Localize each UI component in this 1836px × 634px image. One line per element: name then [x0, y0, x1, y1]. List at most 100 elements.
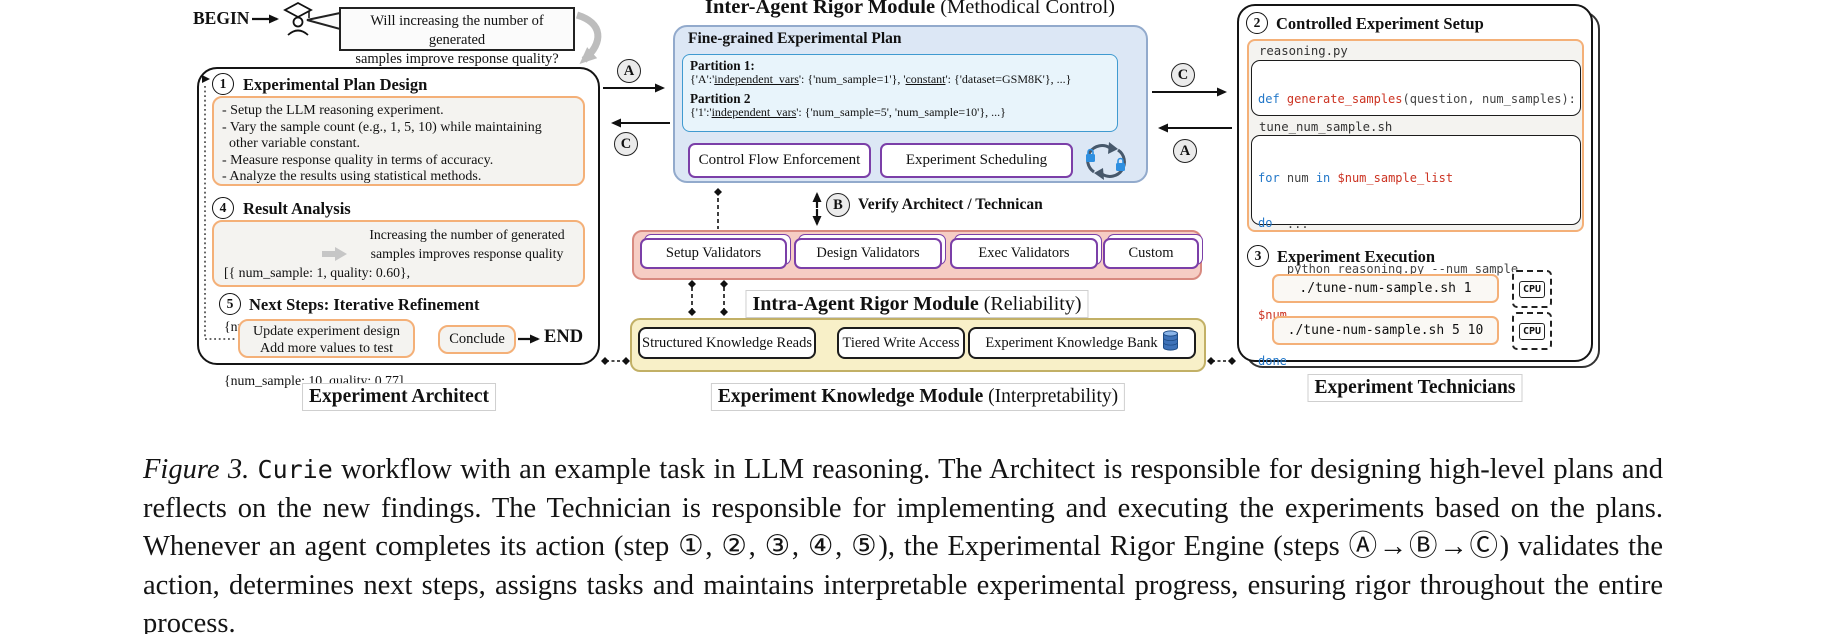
step-2-badge: 2: [1246, 12, 1268, 34]
step-5-title: Next Steps: Iterative Refinement: [249, 295, 480, 314]
run-command-2: ./tune-num-sample.sh 5 10: [1272, 316, 1499, 345]
implies-arrow-icon: [322, 245, 348, 268]
step-4-badge: 4: [212, 197, 234, 219]
conclude-box: Conclude: [438, 325, 516, 354]
step-4-number: 4: [219, 200, 227, 215]
tiered-write-access-box: Tiered Write Access: [837, 327, 965, 359]
plan-items-box: - Setup the LLM reasoning experiment. - …: [212, 96, 585, 186]
intra-agent-title-paren: (Reliability): [978, 293, 1082, 315]
sh-keyword: in: [1315, 170, 1338, 185]
question-line2: samples improve response quality?: [355, 51, 559, 67]
caption-text: workflow with an example task in LLM rea…: [143, 454, 1664, 634]
cpu-icon-label: CPU: [1518, 322, 1546, 340]
result-analysis-box: [{ num_sample: 1, quality: 0.60}, {num_s…: [212, 220, 585, 388]
sh-code: num: [1286, 170, 1316, 185]
result-conclusion: Increasing the number of generated sampl…: [369, 227, 565, 261]
experiment-scheduling-box: Experiment Scheduling: [880, 143, 1073, 178]
partition1-label: Partition 1:: [690, 58, 755, 73]
code-line: def generate_samples(question, num_sampl…: [1258, 91, 1576, 107]
update-line2: Add more values to test: [260, 341, 393, 356]
p2-seg: {'1':': [690, 105, 712, 119]
partition2-label: Partition 2: [690, 91, 751, 106]
p2-seg: ': {'num_sample=5', 'num_sample=10'}, ..…: [796, 105, 1006, 119]
begin-label: BEGIN: [193, 8, 250, 28]
p1-underlined: constant: [905, 72, 946, 86]
inter-agent-module-title: Inter-Agent Rigor Module (Methodical Con…: [705, 0, 1115, 19]
step-5-badge: 5: [219, 293, 241, 315]
technicians-panel-label-text: Experiment Technicians: [1314, 377, 1516, 398]
step-c-letter: C: [620, 135, 632, 152]
cpu-icon-label: CPU: [1518, 280, 1546, 298]
custom-validators-box: Custom: [1103, 238, 1199, 269]
partition1-code: {'A':'independent_vars': {'num_sample=1'…: [690, 72, 1071, 87]
p1-seg: ': {'num_sample=1'}, ': [798, 72, 906, 86]
system-name: Curie: [257, 455, 333, 484]
update-design-box: Update experiment design Add more values…: [238, 319, 415, 358]
python-code-box: def generate_samples(question, num_sampl…: [1251, 60, 1581, 231]
inter-agent-title-paren: (Methodical Control): [935, 0, 1115, 18]
step-3-number: 3: [1254, 248, 1262, 263]
step-a-letter: A: [1179, 142, 1191, 159]
verify-label: Verify Architect / Technican: [858, 196, 1043, 213]
py-function-name: generate_samples: [1286, 91, 1403, 106]
step-3-badge: 3: [1247, 245, 1269, 267]
step-2-title: Controlled Experiment Setup: [1276, 14, 1484, 33]
database-icon: [1162, 330, 1179, 356]
knowledge-title-paren: (Interpretability): [983, 386, 1119, 407]
figure-number: Figure 3.: [143, 454, 250, 485]
sh-variable: $num_sample_list: [1337, 170, 1454, 185]
cpu-icon: CPU: [1512, 312, 1552, 350]
step-c-letter: C: [1177, 66, 1189, 83]
py-keyword: def: [1258, 91, 1287, 106]
step-a-badge-left: A: [617, 59, 641, 83]
plan-item: - Measure response quality in terms of a…: [222, 152, 494, 168]
design-validators-box: Design Validators: [794, 238, 942, 269]
knowledge-title-bold: Experiment Knowledge Module: [717, 386, 984, 407]
plan-module-title: Fine-grained Experimental Plan: [688, 30, 902, 47]
step-b-letter: B: [833, 196, 843, 213]
p1-seg: {'A':': [690, 72, 715, 86]
knowledge-module-title: Experiment Knowledge Module (Interpretab…: [710, 383, 1126, 411]
question-bubble: Will increasing the number of generated …: [339, 7, 575, 67]
step-c-badge-left: C: [614, 132, 638, 156]
step-5-number: 5: [226, 296, 234, 311]
partition-box: [682, 54, 1118, 132]
step-3-title: Experiment Execution: [1277, 247, 1436, 266]
intra-agent-title-bold: Intra-Agent Rigor Module: [752, 293, 979, 315]
step-1-badge: 1: [212, 73, 234, 95]
plan-item: - Vary the sample count (e.g., 1, 5, 10)…: [222, 119, 542, 135]
intra-agent-module-title: Intra-Agent Rigor Module (Reliability): [745, 290, 1089, 318]
shell-filename: tune_num_sample.sh: [1259, 120, 1393, 134]
result-line: [{ num_sample: 1, quality: 0.60},: [224, 265, 411, 280]
architect-panel-label: Experiment Architect: [302, 383, 496, 411]
partition2-code: {'1':'independent_vars': {'num_sample=5'…: [690, 105, 1006, 120]
control-flow-enforcement-box: Control Flow Enforcement: [688, 143, 871, 178]
p1-underlined: independent_vars: [714, 72, 799, 86]
technicians-panel-label: Experiment Technicians: [1307, 374, 1523, 402]
step-1-title: Experimental Plan Design: [243, 75, 428, 94]
setup-validators-box: Setup Validators: [640, 238, 787, 269]
run-command-1: ./tune-num-sample.sh 1: [1272, 274, 1499, 303]
researcher-icon: [283, 1, 313, 42]
p1-seg: ': {'dataset=GSM8K'}, ...}: [945, 72, 1072, 86]
step-4-title: Result Analysis: [243, 199, 351, 218]
step-2-number: 2: [1253, 15, 1261, 30]
shell-code-box: for num in $num_sample_list do python re…: [1251, 135, 1581, 368]
figure-caption: Figure 3. Curie workflow with an example…: [143, 451, 1663, 634]
question-line1: Will increasing the number of generated: [370, 13, 544, 48]
step-a-letter: A: [623, 62, 635, 79]
knowledge-bank-label: Experiment Knowledge Bank: [985, 334, 1158, 351]
code-line: for num in $num_sample_list: [1258, 171, 1574, 186]
inter-agent-title-bold: Inter-Agent Rigor Module: [705, 0, 936, 18]
sh-keyword: for: [1258, 170, 1287, 185]
exec-validators-box: Exec Validators: [950, 238, 1098, 269]
end-label: END: [544, 327, 584, 347]
python-filename: reasoning.py: [1259, 44, 1348, 58]
plan-item: - Analyze the results using statistical …: [222, 169, 482, 185]
code-line: done: [1258, 354, 1287, 369]
plan-item: - Setup the LLM reasoning experiment.: [222, 103, 444, 118]
experiment-knowledge-bank-box: Experiment Knowledge Bank: [968, 327, 1196, 359]
update-line1: Update experiment design: [253, 324, 400, 339]
step-c-badge-right: C: [1171, 63, 1195, 87]
